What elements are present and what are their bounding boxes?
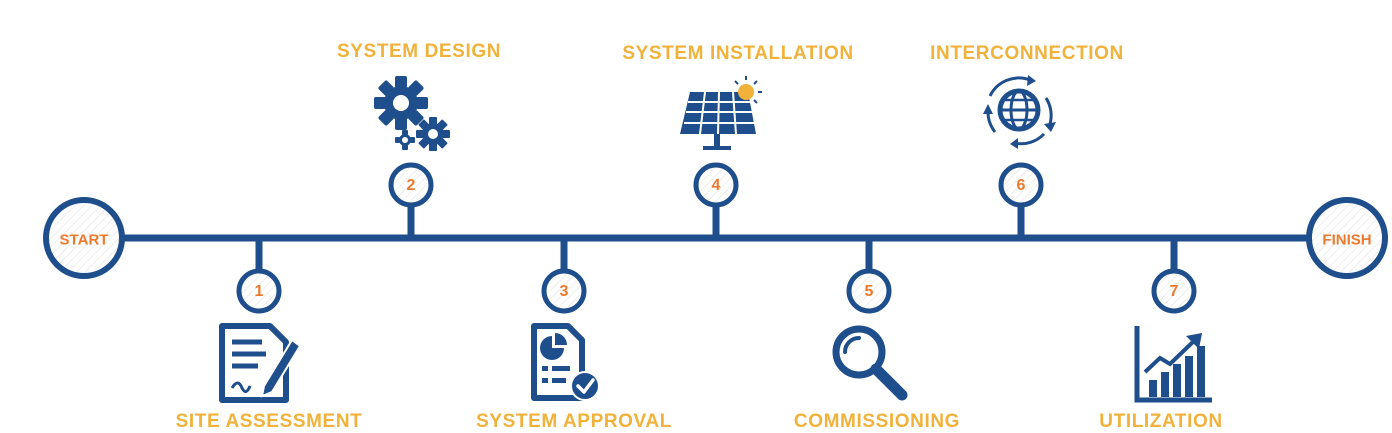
step-number-2: 2	[406, 177, 416, 194]
step-label-4: SYSTEM INSTALLATION	[622, 43, 854, 64]
step-label-3: SYSTEM APPROVAL	[476, 411, 672, 432]
step-number-7: 7	[1169, 283, 1179, 300]
step-number-5: 5	[864, 283, 874, 300]
step-node-5	[846, 268, 892, 314]
step-number-1: 1	[254, 283, 264, 300]
globe-arrows-icon	[983, 75, 1056, 149]
step-node-7	[1151, 268, 1197, 314]
report-check-icon	[531, 323, 600, 401]
start-label: START	[59, 231, 109, 249]
finish-node	[1306, 197, 1388, 279]
step-label-6: INTERCONNECTION	[930, 43, 1124, 64]
step-label-7: UTILIZATION	[1099, 411, 1223, 432]
step-number-4: 4	[711, 177, 721, 194]
growth-chart-icon	[1134, 326, 1212, 403]
gears-icon	[374, 76, 450, 151]
step-node-2	[388, 162, 434, 208]
step-label-5: COMMISSIONING	[793, 411, 961, 432]
solar-panel-icon	[680, 76, 762, 150]
finish-label: FINISH	[1322, 231, 1372, 249]
magnifier-icon	[832, 325, 908, 401]
step-node-6	[998, 162, 1044, 208]
start-node	[43, 197, 125, 279]
step-node-4	[693, 162, 739, 208]
step-label-2: SYSTEM DESIGN	[336, 41, 502, 62]
step-node-1	[236, 268, 282, 314]
document-signature-icon	[219, 323, 302, 403]
step-node-3	[541, 268, 587, 314]
step-label-1: SITE ASSESSMENT	[175, 411, 363, 432]
step-number-6: 6	[1016, 177, 1026, 194]
step-number-3: 3	[559, 283, 569, 300]
